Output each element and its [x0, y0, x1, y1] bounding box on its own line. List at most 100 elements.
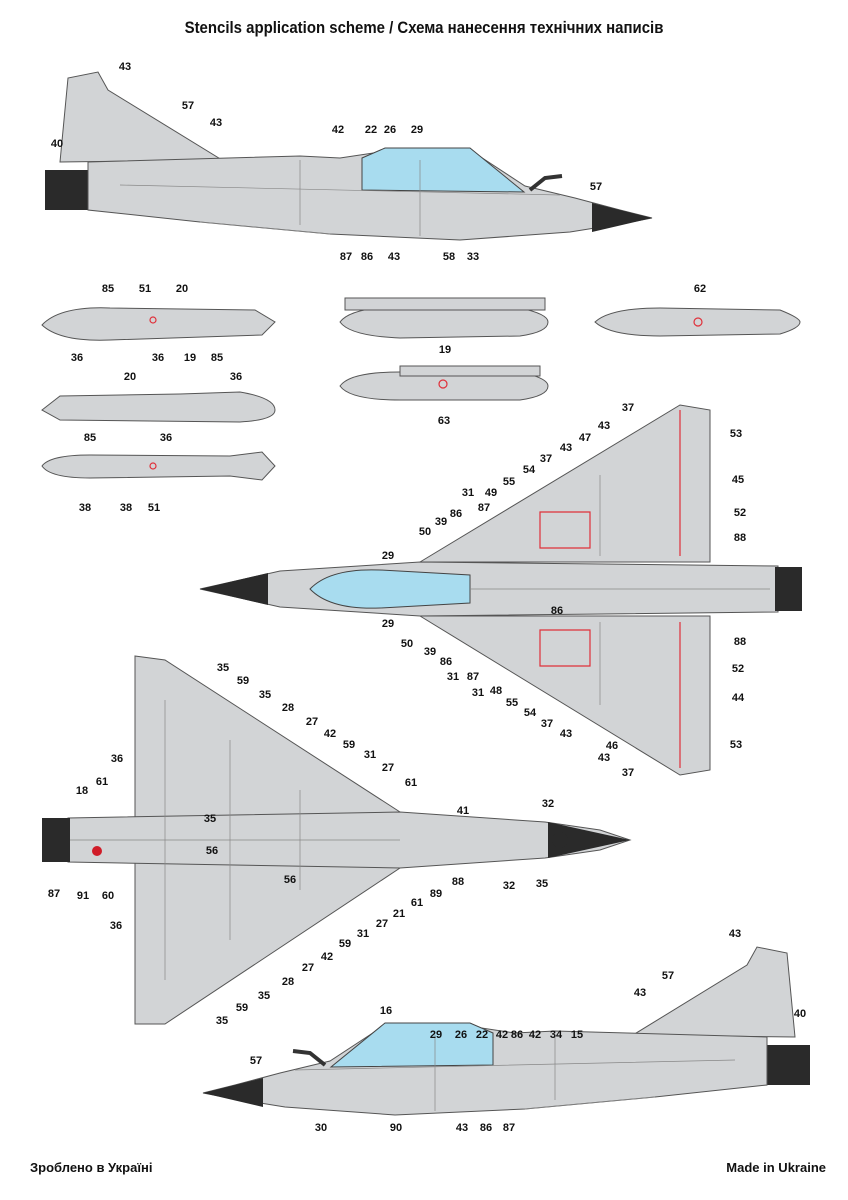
stencil-callout-bottom: 41 [457, 805, 469, 817]
stencil-callout-side-left: 86 [361, 251, 373, 263]
stencil-callout-side-right: 26 [455, 1029, 467, 1041]
stencil-callout-pod-3: 51 [148, 502, 160, 514]
stencil-callout-side-right: 57 [662, 970, 674, 982]
aircraft-side-view-right [202, 946, 810, 1116]
stencil-callout-bottom: 61 [405, 777, 417, 789]
stencil-callout-top: 86 [450, 508, 462, 520]
stencil-callout-top: 87 [478, 502, 490, 514]
stencil-callout-bottom: 27 [376, 918, 388, 930]
stencil-callout-top: 43 [598, 752, 610, 764]
aircraft-bottom-view [42, 655, 632, 1025]
stencil-callout-bottom: 59 [343, 739, 355, 751]
stencil-callout-side-right: 30 [315, 1122, 327, 1134]
stencil-callout-side-right: 40 [794, 1008, 806, 1020]
stencil-callout-top: 45 [732, 474, 744, 486]
stencil-callout-top: 52 [734, 507, 746, 519]
stencil-callout-side-left: 43 [119, 61, 131, 73]
stencil-callout-side-left: 29 [411, 124, 423, 136]
stencil-callout-top: 86 [551, 605, 563, 617]
stencil-callout-top: 50 [419, 526, 431, 538]
stencil-callout-side-right: 15 [571, 1029, 583, 1041]
stencil-callout-bottom: 27 [306, 716, 318, 728]
stencil-callout-bottom: 31 [357, 928, 369, 940]
stencil-callout-tank-2: 62 [694, 283, 706, 295]
stencil-callout-side-left: 87 [340, 251, 352, 263]
stencil-callout-bottom: 35 [217, 662, 229, 674]
stencil-callout-pod-1: 19 [184, 352, 196, 364]
aircraft-top-view [199, 404, 802, 776]
stencil-callout-bottom: 36 [110, 920, 122, 932]
stencil-callout-bottom: 61 [96, 776, 108, 788]
stencil-callout-top: 29 [382, 618, 394, 630]
stencil-callout-top: 37 [622, 402, 634, 414]
stencil-callout-pod-2: 85 [84, 432, 96, 444]
stencil-callout-bottom: 56 [206, 845, 218, 857]
stencil-callout-side-left: 33 [467, 251, 479, 263]
stencil-callout-bottom: 18 [76, 785, 88, 797]
stencil-callout-top: 50 [401, 638, 413, 650]
stencil-callout-bottom: 27 [382, 762, 394, 774]
stencil-callout-top: 39 [424, 646, 436, 658]
stencil-callout-bottom: 35 [204, 813, 216, 825]
footer-made-in-ukraine-en: Made in Ukraine [726, 1160, 826, 1175]
footer-made-in-ukraine-ua: Зроблено в Україні [30, 1160, 153, 1175]
stencil-callout-pod-3: 38 [120, 502, 132, 514]
stencil-callout-top: 55 [503, 476, 515, 488]
stencil-callout-top: 88 [734, 636, 746, 648]
stencil-callout-side-right: 29 [430, 1029, 442, 1041]
stencil-callout-tank-1: 63 [438, 415, 450, 427]
stencil-callout-pod-1: 20 [176, 283, 188, 295]
stencil-callout-side-left: 40 [51, 138, 63, 150]
stencil-callout-top: 37 [540, 453, 552, 465]
stencil-callout-side-right: 57 [250, 1055, 262, 1067]
stencil-callout-side-left: 57 [182, 100, 194, 112]
stencil-callout-side-left: 43 [388, 251, 400, 263]
stencil-callout-side-left: 57 [590, 181, 602, 193]
stencil-callout-top: 86 [440, 656, 452, 668]
stencil-callout-bottom: 59 [237, 675, 249, 687]
stencil-callout-side-left: 22 [365, 124, 377, 136]
stencil-callout-pod-1: 36 [152, 352, 164, 364]
stencil-callout-side-right: 86 [480, 1122, 492, 1134]
stencil-callout-pod-2: 20 [124, 371, 136, 383]
stencil-callout-side-right: 42 [529, 1029, 541, 1041]
stencil-callout-top: 88 [734, 532, 746, 544]
stencil-callout-bottom: 35 [258, 990, 270, 1002]
stencil-callout-bottom: 91 [77, 890, 89, 902]
stencil-callout-top: 48 [490, 685, 502, 697]
stencil-callout-side-right: 16 [380, 1005, 392, 1017]
stencil-callout-pod-3: 38 [79, 502, 91, 514]
stencil-callout-bottom: 31 [364, 749, 376, 761]
stencil-callout-side-left: 58 [443, 251, 455, 263]
stencil-callout-pod-2: 36 [160, 432, 172, 444]
stencil-callout-bottom: 59 [339, 938, 351, 950]
stencil-callout-bottom: 89 [430, 888, 442, 900]
stencil-callout-top: 44 [732, 692, 745, 704]
stencil-callout-top: 52 [732, 663, 744, 675]
stencil-callout-top: 31 [472, 687, 484, 699]
stencil-callout-tank-1: 19 [439, 344, 451, 356]
stencil-callout-top: 39 [435, 516, 447, 528]
page-title: Stencils application scheme / Схема нане… [184, 18, 664, 37]
stencil-callout-top: 43 [598, 420, 610, 432]
stencil-callout-top: 55 [506, 697, 518, 709]
stencil-callout-pod-1: 85 [211, 352, 223, 364]
stencil-callout-pod-1: 36 [71, 352, 83, 364]
stencil-callout-bottom: 27 [302, 962, 314, 974]
stencil-callout-bottom: 35 [536, 878, 548, 890]
stencil-callout-bottom: 42 [321, 951, 333, 963]
stencil-callout-side-right: 43 [729, 928, 741, 940]
stencil-callout-top: 53 [730, 739, 742, 751]
stencil-callout-side-right: 90 [390, 1122, 402, 1134]
stencil-callout-side-right: 43 [634, 987, 646, 999]
stencil-callout-bottom: 35 [259, 689, 271, 701]
stencil-callout-bottom: 32 [542, 798, 554, 810]
aircraft-side-view-left [45, 71, 653, 241]
stencil-callout-top: 29 [382, 550, 394, 562]
stencil-callout-side-left: 26 [384, 124, 396, 136]
stencil-callout-bottom: 42 [324, 728, 336, 740]
stencil-callout-top: 37 [622, 767, 634, 779]
stencil-callout-side-left: 43 [210, 117, 222, 129]
stencil-callout-bottom: 35 [216, 1015, 228, 1027]
